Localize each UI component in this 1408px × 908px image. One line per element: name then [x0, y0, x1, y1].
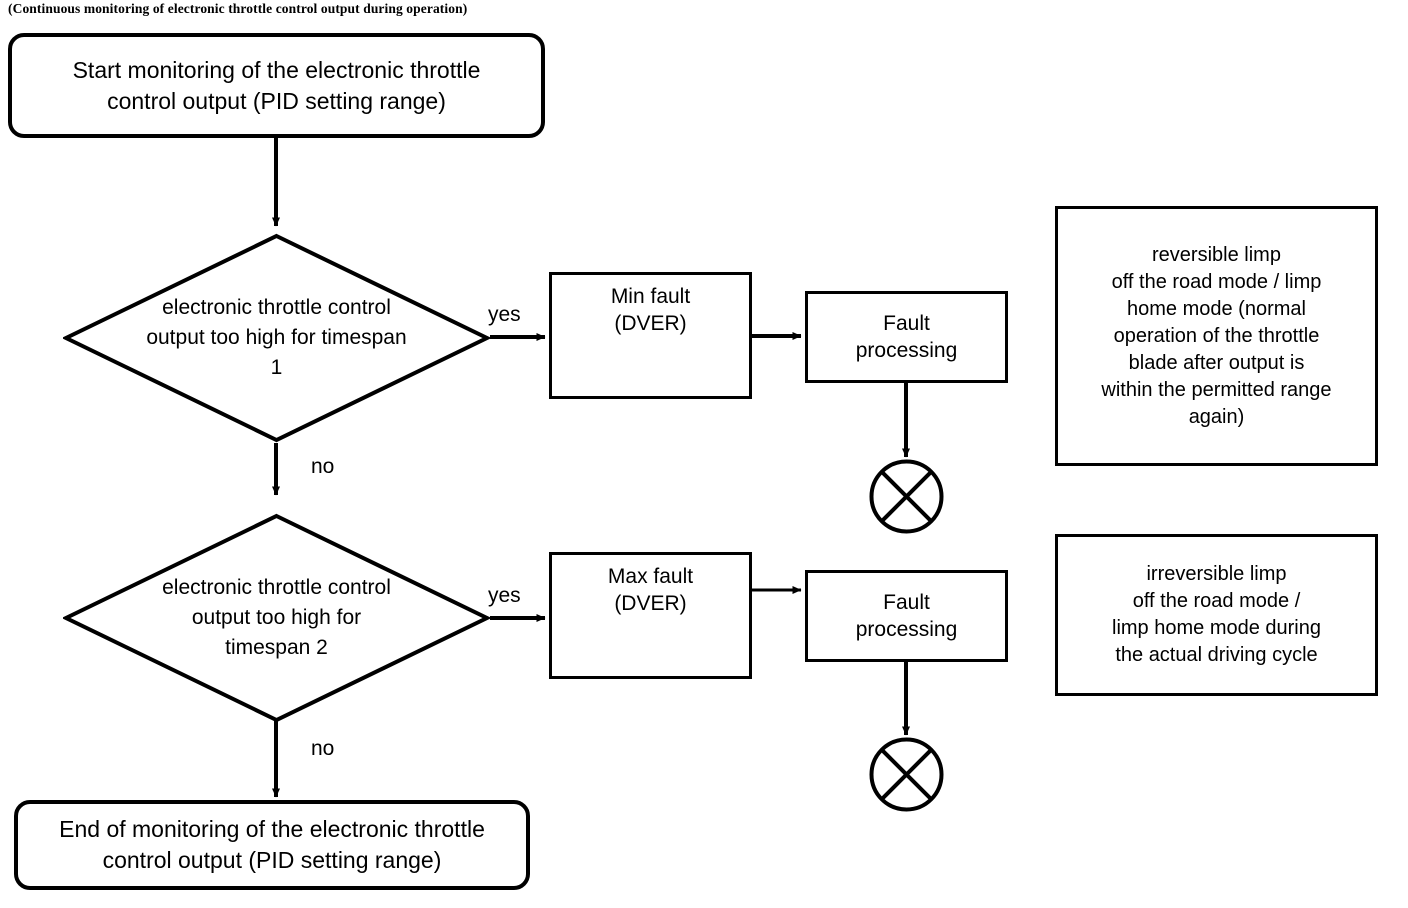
node-end-label-line1: End of monitoring of the electronic thro…: [59, 816, 485, 842]
note-reversible-line1: reversible limp: [1152, 243, 1281, 266]
node-decision2-label-line3: timespan 2: [225, 636, 328, 659]
node-fault-processing-2-label-line2: processing: [855, 618, 958, 641]
node-decision2-label-line1: electronic throttle control: [162, 576, 391, 599]
note-reversible-line6: within the permitted range: [1101, 378, 1332, 401]
decision2-shape: [63, 513, 490, 723]
node-fault-processing-2-label-line1: Fault: [883, 591, 930, 614]
node-decision1-label-line1: electronic throttle control: [162, 296, 391, 319]
note-reversible-line5: blade after output is: [1128, 351, 1305, 374]
node-decision1-label-line2: output too high for timespan: [146, 326, 407, 349]
node-start-label-line1: Start monitoring of the electronic throt…: [72, 56, 481, 83]
node-max-fault-label: Max fault (DVER): [608, 563, 693, 617]
node-fault-processing-2-label: Fault processing: [856, 589, 958, 643]
node-end-label: End of monitoring of the electronic thro…: [59, 814, 485, 876]
note-irreversible-limp-text: irreversible limp off the road mode / li…: [1112, 561, 1321, 669]
node-fault-processing-1-label-line1: Fault: [883, 312, 930, 335]
node-min-fault[interactable]: Min fault (DVER): [549, 272, 752, 399]
node-min-fault-label-line2: (DVER): [614, 312, 687, 335]
node-min-fault-label-line1: Min fault: [610, 285, 691, 308]
node-max-fault[interactable]: Max fault (DVER): [549, 552, 752, 679]
node-max-fault-label-line2: (DVER): [614, 592, 687, 615]
diagram-caption: (Continuous monitoring of electronic thr…: [8, 1, 468, 16]
node-start-label-line2: control output (PID setting range): [107, 87, 446, 114]
note-irreversible-line1: irreversible limp: [1146, 563, 1287, 585]
note-reversible-limp: reversible limp off the road mode / limp…: [1055, 206, 1378, 466]
node-decision1[interactable]: electronic throttle control output too h…: [63, 233, 490, 443]
node-decision1-label: electronic throttle control output too h…: [63, 233, 490, 443]
node-decision2-label: electronic throttle control output too h…: [63, 513, 490, 723]
node-terminator-circle-1[interactable]: [868, 458, 945, 535]
edge-label-no-1: no: [311, 455, 335, 478]
note-reversible-limp-text: reversible limp off the road mode / limp…: [1101, 242, 1331, 431]
node-decision2-label-line2: output too high for: [191, 606, 362, 629]
note-irreversible-line2: off the road mode /: [1132, 590, 1301, 612]
node-max-fault-label-line1: Max fault: [607, 565, 694, 588]
node-min-fault-label: Min fault (DVER): [611, 283, 690, 337]
node-fault-processing-2[interactable]: Fault processing: [805, 570, 1008, 662]
edge-label-yes-2: yes: [488, 584, 521, 607]
note-irreversible-line4: the actual driving cycle: [1115, 644, 1318, 666]
note-irreversible-line3: limp home mode during: [1112, 617, 1321, 639]
note-irreversible-limp: irreversible limp off the road mode / li…: [1055, 534, 1378, 696]
note-reversible-line2: off the road mode / limp: [1111, 270, 1322, 293]
crossed-circle-icon: [869, 737, 944, 812]
node-start[interactable]: Start monitoring of the electronic throt…: [8, 33, 545, 138]
node-fault-processing-1-label: Fault processing: [856, 310, 958, 364]
note-reversible-line7: again): [1188, 405, 1245, 428]
node-start-label: Start monitoring of the electronic throt…: [73, 55, 481, 117]
node-decision1-label-line3: 1: [270, 356, 283, 379]
decision1-shape: [63, 233, 490, 443]
edge-label-no-2: no: [311, 737, 335, 760]
node-fault-processing-1[interactable]: Fault processing: [805, 291, 1008, 383]
node-end-label-line2: control output (PID setting range): [102, 847, 442, 873]
node-decision2[interactable]: electronic throttle control output too h…: [63, 513, 490, 723]
edge-label-yes-1: yes: [488, 303, 521, 326]
node-end[interactable]: End of monitoring of the electronic thro…: [14, 800, 530, 890]
note-reversible-line4: operation of the throttle: [1113, 324, 1320, 347]
node-fault-processing-1-label-line2: processing: [855, 339, 958, 362]
crossed-circle-icon: [869, 459, 944, 534]
note-reversible-line3: home mode (normal: [1127, 297, 1306, 320]
node-terminator-circle-2[interactable]: [868, 736, 945, 813]
